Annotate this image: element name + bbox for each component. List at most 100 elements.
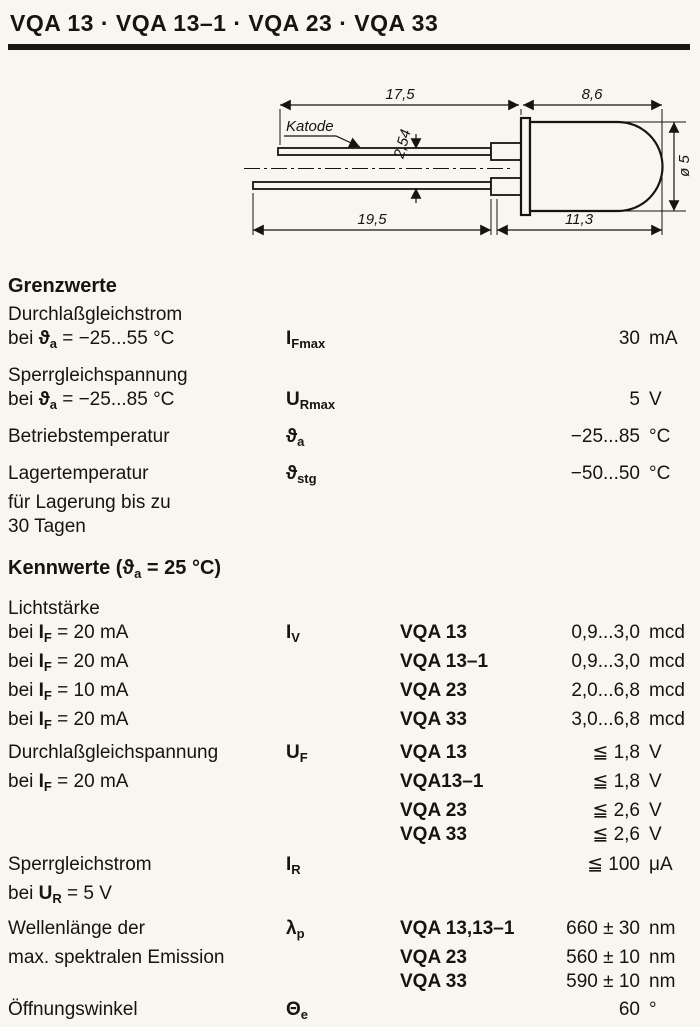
cond-symbol-sub: R	[52, 891, 62, 906]
cond-symbol-sub: F	[43, 630, 52, 645]
cond-symbol-base: ϑ	[38, 328, 50, 349]
device-type: VQA 13,13–1	[400, 918, 515, 939]
param-unit: V	[649, 389, 662, 410]
table-row: bei IF = 10 mA VQA 23 2,0...6,8 mcd	[8, 679, 690, 708]
cond-symbol: IF	[38, 622, 52, 645]
cond-symbol: ϑa	[38, 328, 57, 351]
param-note: 30 Tagen	[8, 516, 86, 537]
symbol-base: I	[286, 622, 292, 643]
param-unit: V	[649, 800, 662, 821]
table-row: VQA 33 590 ± 10 nm	[8, 970, 690, 994]
param-condition: bei IF = 10 mA	[8, 679, 286, 708]
symbol-sub: e	[300, 1007, 309, 1022]
table-row: bei IF = 20 mA VQA 13–1 0,9...3,0 mcd	[8, 650, 690, 679]
table-row: für Lagerung bis zu	[8, 491, 690, 515]
table-row: Lagertemperatur ϑstg −50...50 °C	[8, 462, 690, 491]
table-row: bei IF = 20 mA IV VQA 13 0,9...3,0 mcd	[8, 621, 690, 650]
param-name: Sperrgleichspannung	[8, 365, 188, 386]
param-value: ≦ 1,8	[592, 771, 640, 792]
table-row: bei IF = 20 mA VQA 33 3,0...6,8 mcd	[8, 708, 690, 737]
symbol-base: U	[286, 389, 300, 410]
table-row: Wellenlänge der λp VQA 13,13–1 660 ± 30 …	[8, 917, 690, 946]
symbol-iv: IV	[286, 621, 400, 650]
table-row: max. spektralen Emission VQA 23 560 ± 10…	[8, 946, 690, 970]
cond-symbol-base: I	[38, 680, 44, 701]
device-type: VQA13–1	[400, 771, 484, 792]
param-unit: mcd	[649, 709, 685, 730]
param-value: 5	[629, 389, 640, 410]
param-value: 30	[618, 328, 640, 349]
cond-symbol-base: I	[38, 771, 44, 792]
heading-symbol-base: ϑ	[122, 557, 135, 579]
table-row: 30 Tagen	[8, 515, 690, 539]
param-name: Betriebstemperatur	[8, 426, 170, 447]
param-value: 590 ± 10	[566, 971, 640, 992]
param-value: ≦ 100	[587, 854, 640, 875]
param-unit: μA	[649, 854, 673, 875]
cond-rest: = −25...55 °C	[56, 328, 175, 349]
dim-body-bottom-label: 11,3	[565, 211, 594, 228]
cond-symbol: IF	[38, 651, 52, 674]
cond-lead: bei	[8, 328, 39, 349]
dim-pitch-label: 2,54	[390, 128, 414, 162]
table-row: Öffnungswinkel Θe 60 °	[8, 998, 690, 1027]
page-title: VQA 13 · VQA 13–1 · VQA 23 · VQA 33	[10, 10, 439, 36]
param-name: Durchlaßgleichstrom	[8, 304, 183, 325]
dim-lead-top-label: 17,5	[385, 86, 415, 103]
section-heading-grenzwerte: Grenzwerte	[8, 275, 117, 297]
table-row: VQA 33 ≦ 2,6 V	[8, 823, 690, 847]
anode-lead	[252, 181, 492, 190]
cond-rest: = 20 mA	[51, 709, 129, 730]
param-unit: nm	[649, 947, 676, 968]
dim-lead-bottom-label: 19,5	[357, 211, 387, 228]
param-value: ≦ 2,6	[592, 800, 640, 821]
param-unit: V	[649, 771, 662, 792]
cathode-lead	[277, 147, 492, 156]
param-name: Sperrgleichstrom	[8, 854, 152, 875]
symbol-base: Θ	[286, 999, 301, 1020]
symbol-sub: Rmax	[299, 397, 336, 412]
led-technical-drawing: 17,5 8,6 Katode 2,54 19,5 11,3 ø 5	[244, 86, 693, 236]
param-name: Lagertemperatur	[8, 463, 149, 484]
symbol-theta-a: ϑa	[286, 425, 400, 454]
param-condition: bei UR = 5 V	[8, 882, 286, 911]
param-condition: bei ϑa = −25...55 °C	[8, 327, 286, 356]
cond-symbol: ϑa	[39, 389, 57, 412]
cond-symbol-base: I	[38, 622, 44, 643]
param-unit: mcd	[649, 651, 685, 672]
param-value: 60	[618, 999, 640, 1020]
param-value: 2,0...6,8	[571, 680, 640, 701]
param-name: Durchlaßgleichspannung	[8, 742, 219, 763]
param-value: 0,9...3,0	[571, 622, 640, 643]
param-name: Öffnungswinkel	[8, 999, 138, 1020]
symbol-sub: p	[296, 926, 305, 941]
param-value: ≦ 2,6	[592, 824, 640, 845]
param-value: −25...85	[570, 426, 640, 447]
cond-symbol-base: I	[38, 651, 44, 672]
param-unit: mcd	[649, 622, 685, 643]
cond-symbol-base: I	[38, 709, 44, 730]
param-value: 0,9...3,0	[571, 651, 640, 672]
param-name: max. spektralen Emission	[8, 947, 225, 968]
symbol-ifmax: IFmax	[286, 327, 400, 356]
table-row: Betriebstemperatur ϑa −25...85 °C	[8, 425, 690, 454]
heading-lead: Kennwerte (	[8, 557, 123, 579]
param-unit: nm	[649, 971, 676, 992]
device-type: VQA 23	[400, 947, 467, 968]
table-row: bei ϑa = −25...85 °C URmax 5 V	[8, 388, 690, 417]
param-unit: mcd	[649, 680, 685, 701]
anode-lead-tab	[490, 177, 522, 196]
param-condition: bei IF = 20 mA	[8, 708, 286, 737]
cond-rest: = 20 mA	[51, 622, 129, 643]
device-type: VQA 33	[400, 971, 467, 992]
param-unit: V	[649, 742, 662, 763]
param-name: Lichtstärke	[8, 598, 100, 619]
param-unit: nm	[649, 918, 676, 939]
symbol-base: U	[286, 742, 300, 763]
device-type: VQA 23	[400, 800, 467, 821]
device-type: VQA 33	[400, 709, 467, 730]
cond-lead: bei	[8, 680, 39, 701]
param-condition: bei IF = 20 mA	[8, 650, 286, 679]
heading-symbol: ϑa	[122, 557, 141, 581]
symbol-sub: stg	[297, 471, 317, 486]
